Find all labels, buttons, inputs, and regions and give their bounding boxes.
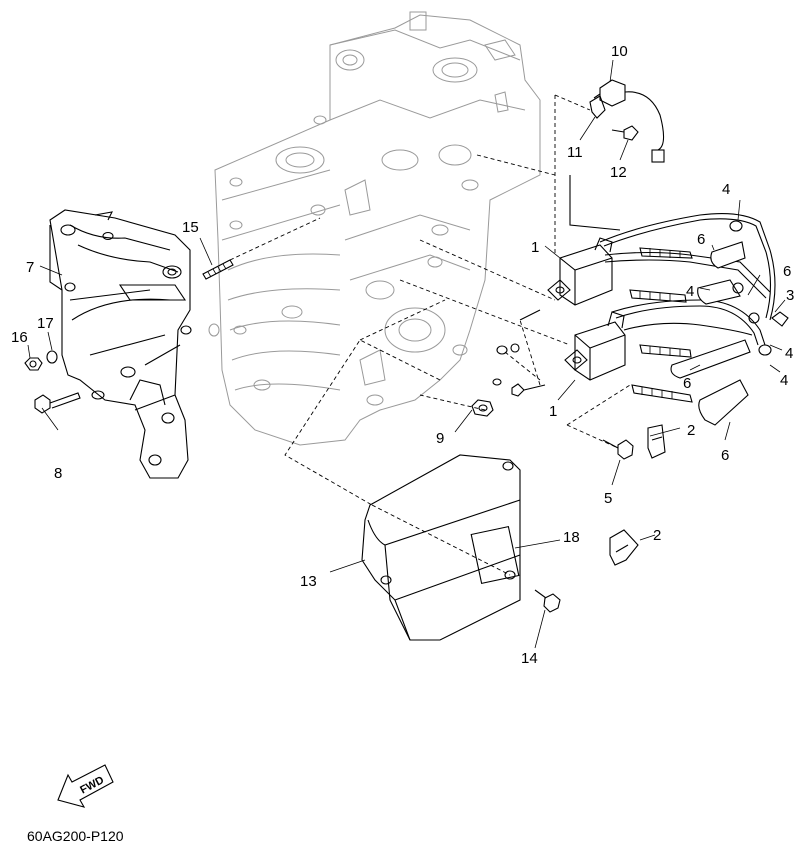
screw-12 (611, 125, 639, 141)
high-tension-leads (599, 213, 789, 426)
callout-11: 11 (567, 144, 583, 161)
engine-block (208, 11, 541, 446)
callout-7: 7 (26, 259, 34, 276)
clamp-bolt (602, 439, 634, 460)
callout-2-upper: 2 (687, 422, 695, 439)
callout-8: 8 (54, 465, 62, 482)
callout-6-mid: 6 (683, 375, 691, 392)
spark-plugs (629, 247, 693, 403)
nut-and-washer (24, 350, 58, 371)
callout-leaders (27, 59, 786, 649)
bracket-bolt (34, 392, 81, 414)
callout-12: 12 (610, 164, 627, 181)
callout-6-right: 6 (783, 263, 791, 280)
callout-13: 13 (300, 573, 317, 590)
callout-4-right1: 4 (785, 345, 793, 362)
callout-10: 10 (611, 43, 628, 60)
callout-18: 18 (563, 529, 580, 546)
callout-1-upper: 1 (531, 239, 539, 256)
callout-17: 17 (37, 315, 54, 332)
callout-3: 3 (786, 287, 794, 304)
callout-16: 16 (11, 329, 28, 346)
callout-6-bottom: 6 (721, 447, 729, 464)
cover-screw (534, 589, 561, 613)
clip-11 (589, 95, 606, 119)
ignition-cover (361, 454, 521, 641)
callout-2-lower: 2 (653, 527, 661, 544)
ignition-coil-upper (547, 237, 613, 306)
callout-4-mid: 4 (686, 283, 694, 300)
callout-9: 9 (436, 430, 444, 447)
forward-arrow-icon: FWD (57, 764, 114, 808)
lead-clamp-lower (609, 529, 639, 566)
callout-4-right2: 4 (780, 372, 788, 389)
callout-numbers: 1 1 2 2 3 4 4 4 4 5 6 6 6 6 7 8 9 10 11 … (11, 43, 794, 667)
stud-bolt (202, 259, 234, 280)
sender-with-wire (593, 79, 665, 163)
callout-14: 14 (521, 650, 538, 667)
callout-15: 15 (182, 219, 199, 236)
coil-hardware (492, 343, 546, 397)
lead-clamp-upper (647, 424, 666, 459)
callout-6-top: 6 (697, 231, 705, 248)
engine-bracket (49, 209, 192, 479)
ignition-coil-lower (564, 311, 626, 381)
temperature-sensor (471, 399, 494, 417)
callout-4-top: 4 (722, 181, 730, 198)
assembly-lines (229, 94, 631, 576)
diagram-code: 60AG200-P120 (27, 828, 124, 844)
callout-1-lower: 1 (549, 403, 557, 420)
callout-5: 5 (604, 490, 612, 507)
